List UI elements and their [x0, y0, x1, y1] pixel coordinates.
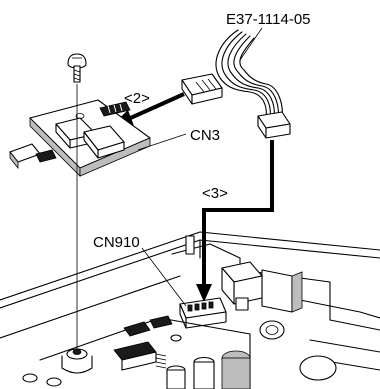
- cn910-leader: [141, 247, 187, 307]
- main-board-components: [22, 315, 251, 389]
- chassis: [0, 231, 380, 381]
- cn910-connector: [179, 297, 227, 329]
- step2-label: <2>: [124, 90, 150, 107]
- cn3-leader: [137, 133, 187, 151]
- part-number-leader: [239, 27, 263, 61]
- ribbon-cable: [215, 29, 283, 121]
- cable-connector-right: [257, 111, 291, 139]
- cn3-label: CN3: [190, 127, 220, 144]
- sub-board: [9, 99, 151, 177]
- cable-connector-left: [181, 73, 223, 105]
- screw: [67, 53, 87, 83]
- step3-label: <3>: [202, 185, 228, 202]
- arrow-step3: [196, 140, 274, 302]
- cn910-label: CN910: [93, 234, 140, 251]
- cable-part-label: E37-1114-05: [226, 11, 311, 28]
